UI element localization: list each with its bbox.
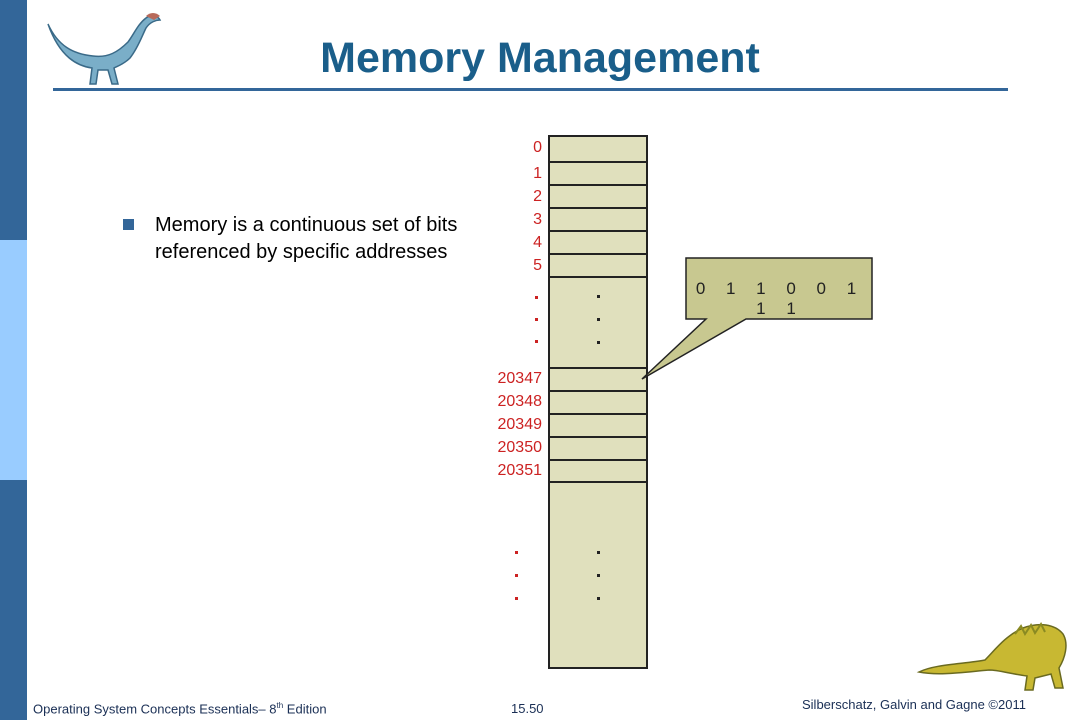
ellipsis-dot (515, 551, 518, 554)
memory-cell-divider (548, 230, 648, 232)
ellipsis-dot (597, 551, 600, 554)
address-label: 3 (533, 211, 542, 228)
memory-cell-divider (548, 207, 648, 209)
ellipsis-dot (597, 341, 600, 344)
ellipsis-dot (597, 574, 600, 577)
memory-cell-divider (548, 413, 648, 415)
footer-page-number: 15.50 (511, 701, 544, 716)
dinosaur-logo-icon (47, 13, 162, 85)
address-label: 20351 (497, 462, 543, 479)
footer-authors: Silberschatz, Galvin and Gagne ©2011 (802, 697, 1026, 712)
address-label: 0 (533, 139, 542, 156)
memory-cell-divider (548, 481, 648, 483)
footer-superscript: th (276, 701, 284, 710)
ellipsis-dot (515, 597, 518, 600)
memory-cell-divider (548, 390, 648, 392)
memory-cell-divider (548, 184, 648, 186)
memory-cell-divider (548, 276, 648, 278)
memory-cell-divider (548, 367, 648, 369)
bits-value: 0 1 1 0 0 1 1 1 (695, 279, 865, 318)
address-label: 4 (533, 234, 542, 251)
title-divider (53, 88, 1008, 91)
ellipsis-dot (597, 295, 600, 298)
ellipsis-dot (597, 318, 600, 321)
memory-cell-divider (548, 459, 648, 461)
memory-cell-divider (548, 436, 648, 438)
ellipsis-dot (515, 574, 518, 577)
memory-cell-divider (548, 161, 648, 163)
address-label: 20348 (497, 393, 543, 410)
footer-book-title-text: Operating System Concepts Essentials– 8 (33, 701, 277, 717)
address-label: 20349 (497, 416, 543, 433)
address-label: 1 (533, 165, 542, 182)
address-label: 2 (533, 188, 542, 205)
memory-column (548, 135, 648, 669)
bullet-text: Memory is a continuous set of bits refer… (155, 214, 458, 263)
ellipsis-dot (597, 597, 600, 600)
address-label: 20347 (497, 370, 543, 387)
left-sidebar-highlight (0, 240, 27, 480)
footer-edition-text: Edition (283, 701, 327, 717)
slide-title: Memory Management (320, 34, 760, 82)
address-label: 20350 (497, 439, 543, 456)
footer-book-title: Operating System Concepts Essentials– 8t… (33, 701, 327, 716)
bullet-marker-icon (123, 219, 134, 230)
dinosaur-logo-icon (916, 622, 1067, 691)
memory-cell-divider (548, 253, 648, 255)
address-label: 5 (533, 257, 542, 274)
ellipsis-dot (535, 340, 538, 343)
ellipsis-dot (535, 296, 538, 299)
ellipsis-dot (535, 318, 538, 321)
